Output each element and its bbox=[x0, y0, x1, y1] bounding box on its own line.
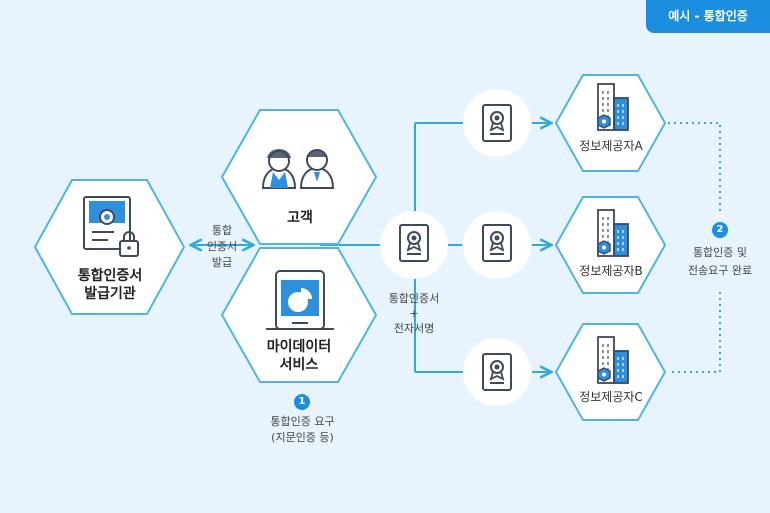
center-edge-line3: 전자서명 bbox=[369, 321, 459, 336]
issue-edge-line2: 인증서 bbox=[196, 239, 248, 255]
provider-c-label: 정보제공자C bbox=[566, 388, 656, 405]
step-2-line1: 통합인증 및 bbox=[675, 244, 765, 262]
issuer-label: 통합인증서 발급기관 bbox=[50, 267, 170, 303]
center-edge-label: 통합인증서 + 전자서명 bbox=[369, 291, 459, 336]
provider-c-node bbox=[556, 324, 665, 420]
issue-edge-line3: 발급 bbox=[196, 255, 248, 271]
issuer-label-line1: 통합인증서 bbox=[50, 267, 170, 285]
provider-b-label: 정보제공자B bbox=[566, 262, 656, 279]
issue-edge-label: 통합 인증서 발급 bbox=[196, 223, 248, 271]
certificate-lock-icon bbox=[84, 197, 138, 256]
customer-label: 고객 bbox=[260, 207, 340, 227]
step-2-line2: 전송요구 완료 bbox=[675, 262, 765, 280]
step-1-number: 1 bbox=[294, 395, 310, 409]
cert-circle-center bbox=[380, 211, 448, 279]
mydata-label-line2: 서비스 bbox=[249, 356, 349, 374]
cert-circle-b bbox=[463, 211, 531, 279]
issue-edge-line1: 통합 bbox=[196, 223, 248, 239]
tablet-chart-icon bbox=[266, 271, 334, 329]
mydata-label-line1: 마이데이터 bbox=[249, 338, 349, 356]
step-1-line2: (지문인증 등) bbox=[245, 430, 360, 446]
cert-circle-c bbox=[463, 338, 531, 406]
step-1-label: 통합인증 요구 (지문인증 등) bbox=[245, 414, 360, 446]
provider-a-label: 정보제공자A bbox=[566, 137, 656, 154]
cert-circle-a bbox=[463, 89, 531, 157]
mydata-label: 마이데이터 서비스 bbox=[249, 338, 349, 374]
provider-a-node bbox=[556, 75, 665, 171]
center-edge-line2: + bbox=[369, 306, 459, 321]
center-edge-line1: 통합인증서 bbox=[369, 291, 459, 306]
step-2-number: 2 bbox=[712, 223, 728, 237]
step-1-line1: 통합인증 요구 bbox=[245, 414, 360, 430]
issuer-label-line2: 발급기관 bbox=[50, 285, 170, 303]
step-2-label: 통합인증 및 전송요구 완료 bbox=[675, 244, 765, 280]
